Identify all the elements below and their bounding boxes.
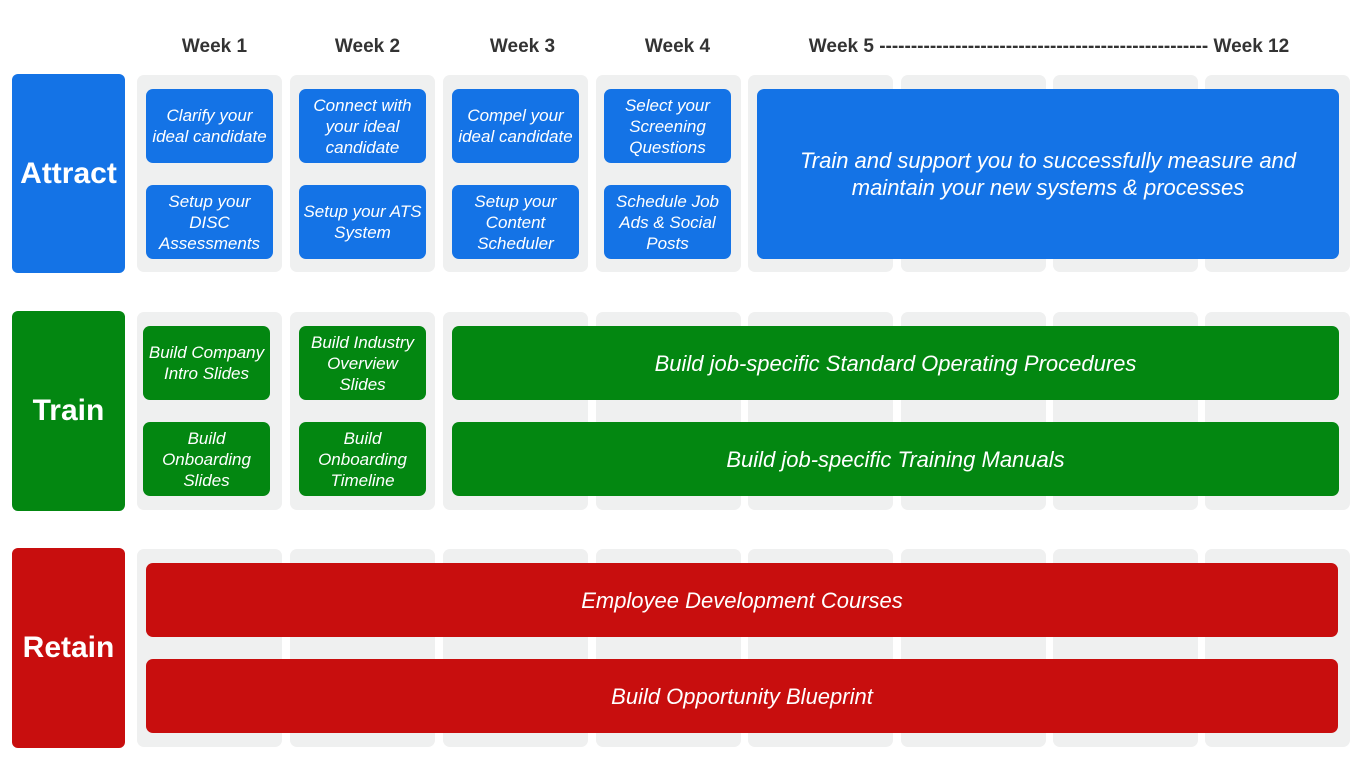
task-setup-content-scheduler[interactable]: Setup your Content Scheduler [452, 185, 579, 259]
retain-category-label: Retain [12, 548, 125, 748]
task-employee-development-courses[interactable]: Employee Development Courses [146, 563, 1338, 637]
task-build-company-intro-slides[interactable]: Build Company Intro Slides [143, 326, 270, 400]
task-connect-ideal-candidate[interactable]: Connect with your ideal candidate [299, 89, 426, 163]
task-build-training-manuals[interactable]: Build job-specific Training Manuals [452, 422, 1339, 496]
task-train-and-support[interactable]: Train and support you to successfully me… [757, 89, 1339, 259]
attract-category-label: Attract [12, 74, 125, 273]
task-clarify-ideal-candidate[interactable]: Clarify your ideal candidate [146, 89, 273, 163]
task-build-onboarding-timeline[interactable]: Build Onboarding Timeline [299, 422, 426, 496]
task-build-sops[interactable]: Build job-specific Standard Operating Pr… [452, 326, 1339, 400]
task-build-industry-overview-slides[interactable]: Build Industry Overview Slides [299, 326, 426, 400]
week-3-header: Week 3 [489, 36, 556, 57]
train-category-label: Train [12, 311, 125, 511]
week-1-header: Week 1 [181, 36, 248, 57]
task-select-screening-questions[interactable]: Select your Screening Questions [604, 89, 731, 163]
task-build-opportunity-blueprint[interactable]: Build Opportunity Blueprint [146, 659, 1338, 733]
task-schedule-job-ads[interactable]: Schedule Job Ads & Social Posts [604, 185, 731, 259]
task-build-onboarding-slides[interactable]: Build Onboarding Slides [143, 422, 270, 496]
task-setup-disc-assessments[interactable]: Setup your DISC Assessments [146, 185, 273, 259]
task-compel-ideal-candidate[interactable]: Compel your ideal candidate [452, 89, 579, 163]
week-2-header: Week 2 [334, 36, 401, 57]
week-4-header: Week 4 [644, 36, 711, 57]
task-setup-ats-system[interactable]: Setup your ATS System [299, 185, 426, 259]
week-5-to-12-header: Week 5 ---------------------------------… [808, 36, 1290, 57]
